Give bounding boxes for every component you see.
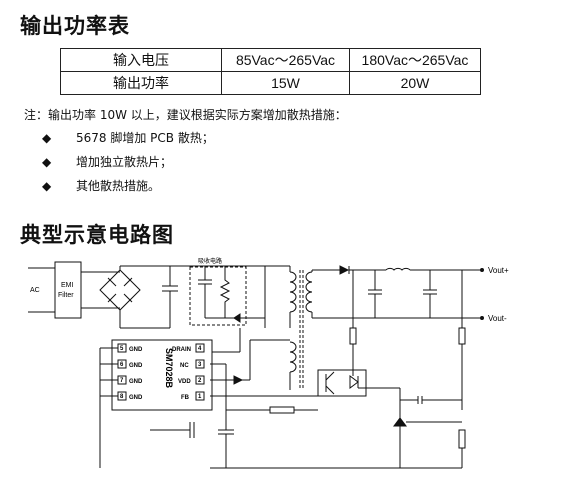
table-cell: 85Vac～265Vac <box>221 48 350 72</box>
vout-minus-label: Vout- <box>488 314 507 323</box>
emi-filter-block <box>54 261 82 319</box>
typical-application-schematic: AC EMI Filter 吸收电路 Vout+ Vout- 5 GND 6 G… <box>28 257 509 469</box>
snubber-label: 吸收电路 <box>198 257 222 265</box>
sm7028b-chip <box>111 339 213 411</box>
pin-number: 4 <box>198 346 202 352</box>
list-item-text: 其他散热措施。 <box>76 179 161 193</box>
section-title-typical-circuit: 典型示意电路图 <box>20 223 174 247</box>
pin-name: FB <box>181 395 190 401</box>
emi-label: Filter <box>58 292 74 299</box>
diamond-bullet-icon: ◆ <box>42 155 52 169</box>
table-cell: 15W <box>221 71 350 95</box>
pin-name: GND <box>129 363 143 369</box>
vout-plus-label: Vout+ <box>488 266 509 275</box>
pin-number: 3 <box>198 362 202 368</box>
heat-dissipation-note: 注：输出功率 10W 以上，建议根据实际方案增加散热措施： <box>24 108 347 122</box>
list-item-text: 5678 脚增加 PCB 散热； <box>76 131 214 145</box>
diamond-bullet-icon: ◆ <box>42 131 52 145</box>
output-power-table: 输入电压 85Vac～265Vac 180Vac～265Vac 输出功率 15W… <box>60 48 481 95</box>
pin-name: GND <box>129 395 143 401</box>
emi-label: EMI <box>61 282 74 289</box>
table-cell: 20W <box>349 71 481 95</box>
pin-number: 2 <box>198 378 202 384</box>
section-title-output-power: 输出功率表 <box>20 14 130 38</box>
list-item: ◆ 增加独立散热片； <box>42 153 172 170</box>
pin-number: 7 <box>120 378 124 384</box>
pin-number: 5 <box>120 346 124 352</box>
snubber-box <box>189 266 247 326</box>
list-item: ◆ 5678 脚增加 PCB 散热； <box>42 129 214 146</box>
pin-number: 6 <box>120 362 124 368</box>
table-row: 输出功率 15W 20W <box>60 71 481 95</box>
pin-name: GND <box>129 347 143 353</box>
table-cell: 180Vac～265Vac <box>349 48 481 72</box>
pin-number: 1 <box>198 394 202 400</box>
list-item: ◆ 其他散热措施。 <box>42 177 160 194</box>
chip-name-label: SM7028B <box>164 348 174 389</box>
pin-name: NC <box>180 363 189 369</box>
bridge-rectifier <box>99 269 141 311</box>
pin-name: GND <box>129 379 143 385</box>
table-row: 输入电压 85Vac～265Vac 180Vac～265Vac <box>60 48 481 72</box>
table-cell: 输出功率 <box>60 71 222 95</box>
optocoupler <box>317 369 367 397</box>
pin-number: 8 <box>120 394 124 400</box>
table-cell: 输入电压 <box>60 48 222 72</box>
list-item-text: 增加独立散热片； <box>76 155 173 169</box>
pin-name: DRAIN <box>172 347 191 353</box>
diamond-bullet-icon: ◆ <box>42 179 52 193</box>
ac-input-label: AC <box>30 287 40 294</box>
pin-name: VDD <box>178 379 191 385</box>
